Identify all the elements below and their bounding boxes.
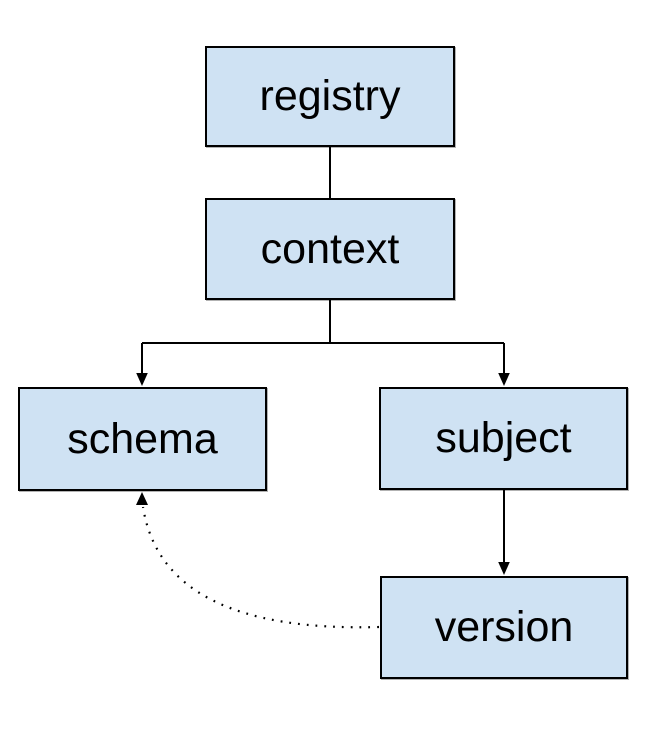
node-registry: registry <box>205 46 455 147</box>
node-registry-label: registry <box>259 72 401 120</box>
node-version-label: version <box>434 603 574 651</box>
node-subject: subject <box>379 387 628 490</box>
node-schema: schema <box>18 387 267 491</box>
node-schema-label: schema <box>67 414 218 463</box>
arrowhead-subject-version <box>498 562 510 575</box>
node-context: context <box>205 198 455 300</box>
node-context-label: context <box>260 224 400 273</box>
edge-version-schema-dotted <box>141 506 380 629</box>
arrowhead-version-schema <box>136 492 148 505</box>
arrowhead-context-schema <box>136 373 148 386</box>
edge-context-branch <box>142 300 504 344</box>
node-subject-label: subject <box>435 414 572 462</box>
node-version: version <box>380 576 628 679</box>
arrowhead-context-subject <box>498 373 510 386</box>
